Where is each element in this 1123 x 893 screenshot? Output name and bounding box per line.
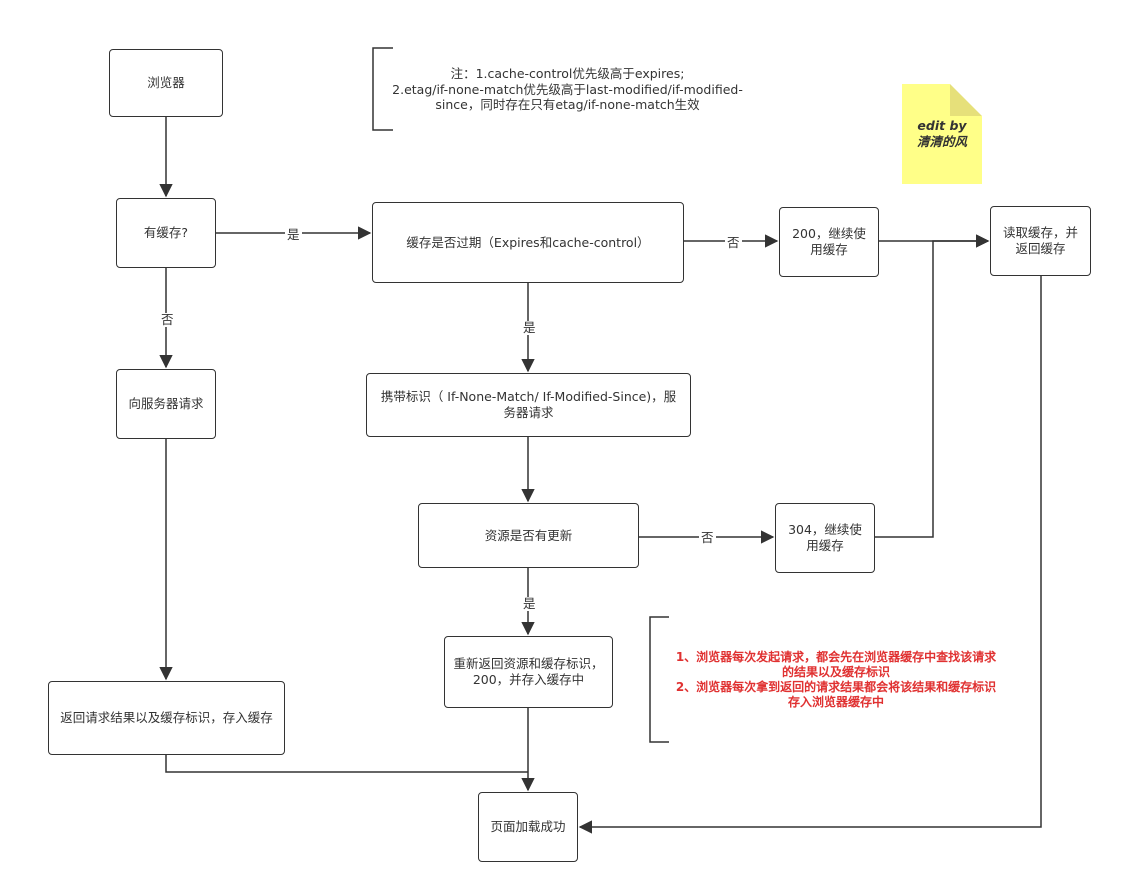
red-note-line-4: 存入浏览器缓存中: [787, 695, 884, 709]
node-return-result: 返回请求结果以及缓存标识，存入缓存: [48, 681, 285, 755]
node-use-cache-200: 200，继续使用缓存: [779, 207, 879, 277]
red-note-bracket: [649, 616, 669, 743]
node-use-cache-304: 304，继续使用缓存: [775, 503, 875, 573]
edge-label-updated-yes: 是: [521, 596, 538, 611]
edge-read-cache-to-page: [578, 276, 1042, 834]
node-return-resource: 重新返回资源和缓存标识，200，并存入缓存中: [444, 636, 613, 708]
node-resource-updated: 资源是否有更新: [418, 503, 639, 568]
node-conditional-request: 携带标识（ If-None-Match/ If-Modified-Since)，…: [366, 373, 691, 437]
top-note: 注：1.cache-control优先级高于expires; 2.etag/if…: [380, 66, 755, 113]
edge-label-has-cache-no: 否: [159, 312, 176, 327]
node-resource-updated-label: 资源是否有更新: [484, 527, 573, 543]
node-has-cache-label: 有缓存?: [143, 225, 189, 240]
top-note-bracket: [372, 47, 393, 131]
node-request-server-label: 向服务器请求: [128, 396, 204, 411]
top-note-line-2: 2.etag/if-none-match优先级高于last-modified/i…: [392, 81, 743, 97]
node-cache-expired-label: 缓存是否过期（Expires和cache-control）: [406, 234, 650, 250]
node-has-cache: 有缓存?: [116, 198, 216, 268]
top-note-line-1: 注：1.cache-control优先级高于expires;: [450, 66, 685, 81]
node-browser-label: 浏览器: [147, 75, 185, 90]
node-read-cache-label: 读取缓存，并返回缓存: [1002, 225, 1078, 256]
sticky-note-text: edit by 清清的风: [902, 118, 982, 150]
red-note-line-2: 的结果以及缓存标识: [781, 665, 890, 679]
red-note-line-1: 1、浏览器每次发起请求，都会先在浏览器缓存中查找该请求: [675, 650, 997, 664]
edge-label-expired-yes: 是: [521, 320, 538, 335]
node-page-loaded: 页面加载成功: [478, 792, 578, 862]
node-use-cache-304-label: 304，继续使用缓存: [788, 522, 862, 553]
edge-return-result-to-page: [165, 755, 528, 773]
node-read-cache: 读取缓存，并返回缓存: [990, 206, 1091, 276]
sticky-note-line-1: edit by: [917, 118, 967, 133]
red-note-line-3: 2、浏览器每次拿到返回的请求结果都会将该结果和缓存标识: [675, 680, 997, 694]
sticky-note: edit by 清清的风: [902, 84, 982, 184]
node-request-server: 向服务器请求: [116, 369, 216, 439]
red-note: 1、浏览器每次发起请求，都会先在浏览器缓存中查找该请求 的结果以及缓存标识 2、…: [655, 650, 1017, 710]
edge-304-to-read-cache: [875, 234, 990, 538]
node-use-cache-200-label: 200，继续使用缓存: [792, 226, 866, 257]
edge-label-expired-no: 否: [725, 235, 742, 250]
node-return-resource-label: 重新返回资源和缓存标识，200，并存入缓存中: [453, 656, 604, 687]
edge-label-updated-no: 否: [699, 530, 716, 545]
sticky-note-line-2: 清清的风: [916, 134, 967, 149]
top-note-line-3: since，同时存在只有etag/if-none-match生效: [435, 97, 700, 112]
node-browser: 浏览器: [109, 49, 223, 117]
edge-label-has-cache-yes: 是: [285, 227, 302, 242]
node-cache-expired: 缓存是否过期（Expires和cache-control）: [372, 202, 684, 283]
node-return-result-label: 返回请求结果以及缓存标识，存入缓存: [60, 710, 273, 725]
node-conditional-request-label: 携带标识（ If-None-Match/ If-Modified-Since)，…: [380, 389, 677, 420]
sticky-fold: [950, 84, 982, 116]
node-page-loaded-label: 页面加载成功: [490, 819, 566, 834]
